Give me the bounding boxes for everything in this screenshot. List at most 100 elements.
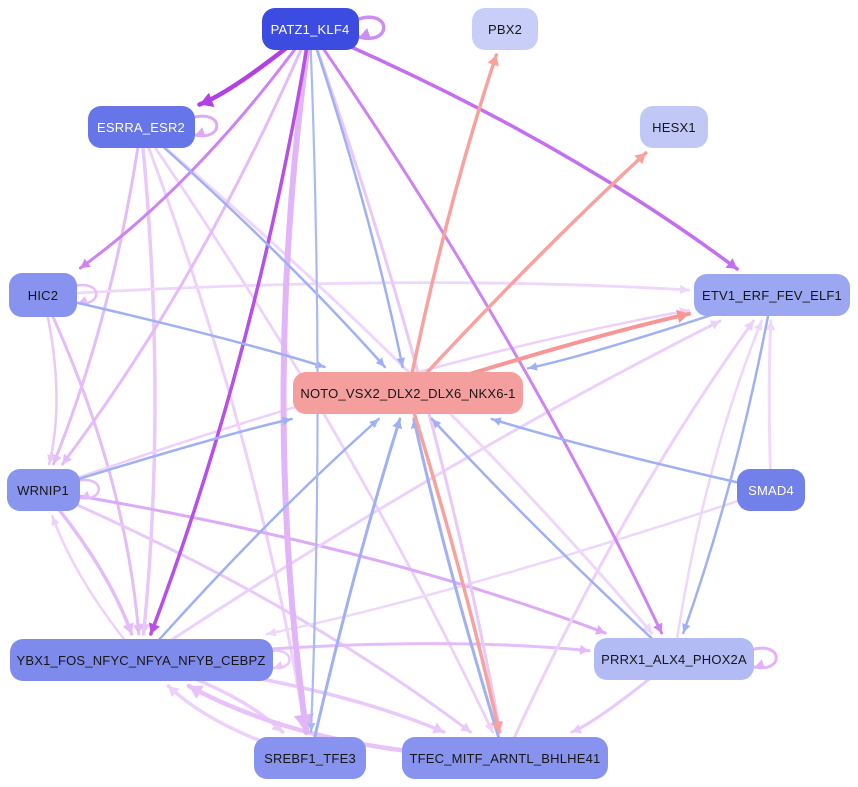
edge-arrowhead [528, 362, 538, 371]
edge-arrowhead [676, 309, 689, 324]
edge-arrowhead [199, 92, 215, 107]
edge-patz1-patz1 [353, 15, 386, 41]
edge-wrnip1-noto [41, 417, 293, 492]
edge-tfec-noto [412, 417, 507, 760]
edge-arrowhead [51, 516, 60, 526]
edge-smad4-noto [490, 417, 773, 492]
edge-patz1-etv1 [308, 27, 739, 271]
edge-arrowhead [754, 321, 763, 331]
edge-arrowhead [653, 622, 663, 633]
edge-ybx1-etv1 [139, 319, 722, 662]
edge-arrowhead [266, 628, 277, 637]
edge-hic2-etv1 [41, 281, 691, 297]
edge-arrowhead [392, 419, 403, 430]
edge-arrowhead [484, 721, 494, 732]
edge-arrowhead [80, 491, 91, 500]
edge-arrowhead [725, 258, 738, 269]
edge-wrnip1-prrx1 [41, 488, 607, 635]
node-patz1[interactable]: PATZ1_KLF4 [261, 8, 359, 50]
node-hic2[interactable]: HIC2 [9, 273, 77, 317]
edge-arrowhead [148, 622, 160, 634]
edge-smad4-ybx1 [265, 488, 773, 636]
edge-arrowhead [491, 720, 503, 732]
edge-patz1-wrnip1 [61, 27, 312, 466]
node-label: SREBF1_TFE3 [264, 750, 356, 766]
edge-arrowhead [281, 416, 292, 426]
edge-esrra-tfec [139, 125, 495, 734]
node-label: TFEC_MITF_ARNTL_BHLHE41 [409, 750, 601, 766]
edge-arrowhead [314, 360, 325, 369]
edge-esrra-wrnip1 [51, 125, 143, 466]
edge-arrowhead [80, 258, 91, 268]
edge-arrowhead [460, 722, 471, 732]
edge-patz1-srebf1 [280, 26, 313, 735]
edge-arrowhead [273, 661, 284, 670]
edge-arrowhead [679, 284, 689, 295]
edge-arrowhead [359, 28, 372, 40]
node-label: HIC2 [27, 287, 59, 303]
edge-arrowhead [765, 321, 776, 331]
node-label: SMAD4 [748, 482, 794, 498]
edge-arrowhead [375, 357, 385, 367]
edge-arrowhead [62, 453, 73, 464]
edge-arrowhead [642, 622, 652, 633]
edge-arrowhead [491, 417, 502, 426]
node-pbx2[interactable]: PBX2 [472, 8, 538, 50]
node-esrra[interactable]: ESRRA_ESR2 [87, 106, 195, 148]
edge-ybx1-noto [139, 417, 380, 662]
edge-arrowhead [78, 296, 88, 305]
node-ybx1[interactable]: YBX1_FOS_NFYC_NFYA_NFYB_CEBPZ [9, 639, 273, 681]
node-etv1[interactable]: ETV1_ERF_FEV_ELF1 [694, 274, 850, 316]
edge-esrra-ybx1 [139, 125, 157, 636]
node-label: WRNIP1 [17, 482, 69, 498]
node-label: ETV1_ERF_FEV_ELF1 [702, 287, 842, 303]
edge-arrowhead [122, 622, 134, 634]
node-label: PRRX1_ALX4_PHOX2A [601, 651, 747, 667]
edge-arrowhead [195, 127, 206, 137]
edge-esrra-noto [139, 125, 387, 369]
node-label: PATZ1_KLF4 [270, 21, 350, 37]
node-noto[interactable]: NOTO_VSX2_DLX2_DLX6_NKX6-1 [293, 372, 523, 414]
edge-arrowhead [634, 153, 646, 165]
node-prrx1[interactable]: PRRX1_ALX4_PHOX2A [594, 638, 754, 680]
edge-arrowhead [743, 321, 754, 332]
node-label: HESX1 [652, 119, 696, 135]
edge-arrowhead [188, 685, 204, 699]
edge-patz1-prrx1 [308, 27, 664, 635]
edge-etv1-prrx1 [682, 293, 774, 635]
node-label: PBX2 [487, 21, 523, 37]
node-tfec[interactable]: TFEC_MITF_ARNTL_BHLHE41 [402, 737, 608, 779]
node-wrnip1[interactable]: WRNIP1 [6, 469, 80, 511]
edge-prrx1-etv1 [672, 319, 763, 661]
edge-arrowhead [132, 624, 144, 634]
edge-noto-pbx2 [406, 53, 499, 395]
edge-arrowhead [396, 357, 405, 367]
edge-arrowhead [432, 419, 442, 429]
edge-arrowhead [293, 713, 315, 732]
edge-arrowhead [682, 623, 691, 633]
edge-arrowhead [168, 686, 180, 698]
node-label: YBX1_FOS_NFYC_NFYA_NFYB_CEBPZ [16, 652, 266, 668]
edge-prrx1-noto [430, 417, 676, 661]
edge-arrowhead [579, 644, 589, 655]
edge-smad4-etv1 [767, 319, 773, 492]
node-hesx1[interactable]: HESX1 [640, 106, 708, 148]
edge-arrowhead [369, 419, 379, 429]
edge-arrowhead [571, 723, 583, 734]
edge-wrnip1-tfec [41, 488, 472, 734]
edge-noto-hesx1 [406, 151, 648, 395]
edge-tfec-etv1 [503, 319, 755, 760]
edge-arrowhead [755, 659, 766, 669]
edge-arrowhead [47, 454, 56, 464]
edge-srebf1-noto [308, 417, 402, 760]
node-srebf1[interactable]: SREBF1_TFE3 [254, 737, 366, 779]
edge-noto-tfec [406, 391, 501, 734]
edge-patz1-noto [308, 27, 404, 369]
node-label: ESRRA_ESR2 [97, 119, 185, 135]
edge-patz1-ybx1 [149, 27, 312, 636]
edge-arrowhead [709, 320, 721, 330]
edge-arrowhead [432, 722, 444, 734]
node-smad4[interactable]: SMAD4 [737, 469, 805, 511]
node-label: NOTO_VSX2_DLX2_DLX6_NKX6-1 [300, 385, 516, 401]
